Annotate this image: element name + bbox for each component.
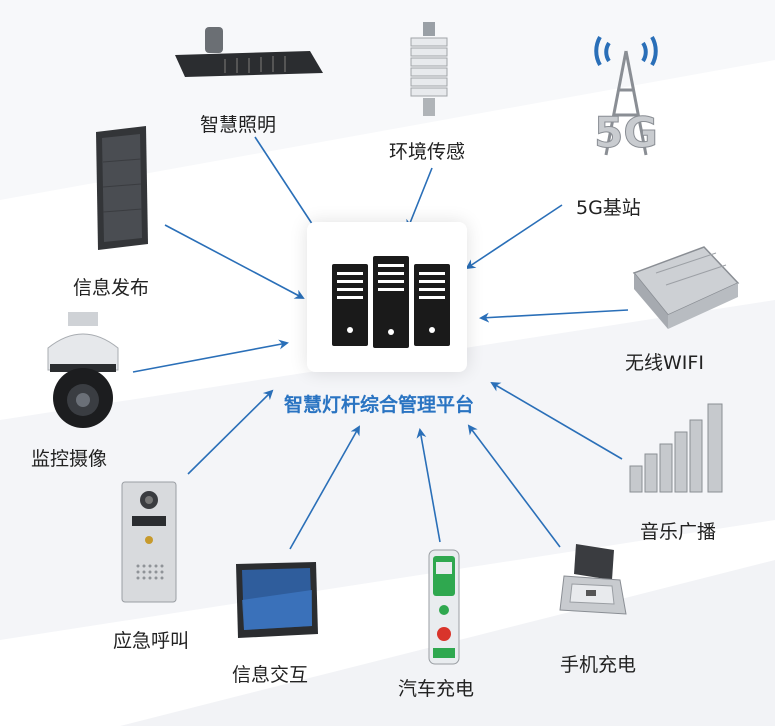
- touch-display-icon: [236, 562, 318, 638]
- svg-text:5G: 5G: [594, 108, 658, 157]
- arrow-info-pub: [164, 224, 305, 299]
- dome-camera-icon: [47, 312, 119, 428]
- arrow-sos: [187, 389, 274, 475]
- label-lighting: 智慧照明: [200, 114, 277, 136]
- street-light-icon: [175, 27, 323, 77]
- led-screen-icon: [96, 126, 148, 250]
- label-wifi: 无线WIFI: [625, 352, 704, 374]
- platform-title: 智慧灯杆综合管理平台: [284, 394, 475, 416]
- arrow-env: [406, 167, 433, 230]
- arrow-camera: [132, 339, 289, 373]
- intercom-panel-icon: [121, 481, 177, 603]
- platform-card: [307, 222, 467, 372]
- label-ev: 汽车充电: [398, 678, 475, 700]
- weather-sensor-icon: [410, 22, 448, 116]
- 5g-tower-icon: 5G: [594, 36, 658, 158]
- label-sos: 应急呼叫: [113, 630, 190, 652]
- arrow-phone: [467, 424, 561, 548]
- column-speaker-icon: [629, 403, 723, 493]
- label-info-pub: 信息发布: [73, 277, 150, 299]
- arrow-broadcast: [490, 381, 623, 460]
- arrow-5g: [465, 204, 563, 270]
- arrow-ev: [416, 428, 441, 543]
- wifi-router-icon: [632, 246, 740, 329]
- label-broadcast: 音乐广播: [640, 521, 717, 543]
- label-env: 环境传感: [389, 141, 466, 163]
- arrow-wifi: [479, 309, 629, 323]
- arrow-interact: [289, 425, 360, 550]
- label-5g: 5G基站: [576, 197, 641, 219]
- phone-charger-icon: [559, 544, 627, 615]
- label-interact: 信息交互: [232, 664, 309, 686]
- server-rack-icon: [332, 256, 450, 348]
- label-camera: 监控摄像: [31, 448, 108, 470]
- ev-charger-icon: [428, 549, 460, 665]
- label-phone: 手机充电: [560, 654, 637, 676]
